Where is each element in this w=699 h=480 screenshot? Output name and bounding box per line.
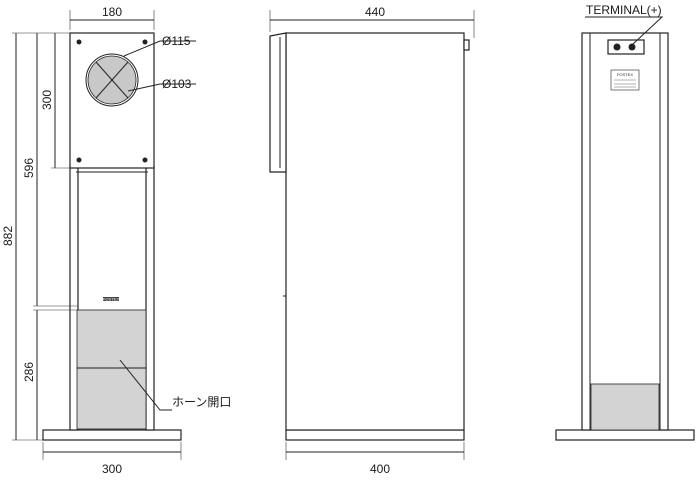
dim-total-height: 882: [1, 32, 70, 441]
front-horn-opening: [76, 309, 147, 430]
rear-horn-opening: [590, 383, 660, 431]
screw-bottom-right: [142, 157, 148, 163]
terminal-minus: [613, 43, 621, 51]
dim-882-label: 882: [1, 226, 15, 246]
dim-side-base-depth: 400: [285, 442, 465, 476]
side-body: [285, 32, 465, 431]
dim-596-label: 596: [22, 158, 36, 178]
brand-badge: [103, 297, 119, 301]
dim-440-label: 440: [365, 5, 385, 19]
dim-180-label: 180: [102, 5, 122, 19]
screw-bottom-left: [76, 157, 82, 163]
dim-side-depth: 440: [269, 5, 475, 38]
side-front-baffle: [269, 32, 287, 173]
side-terminal-stub: [463, 39, 470, 51]
front-base-plate: [42, 429, 182, 441]
dim-300-label: 300: [102, 462, 122, 476]
screw-top-left: [76, 39, 82, 45]
brand-mark: FOSTEX: [103, 297, 119, 302]
dim-286-label: 286: [22, 362, 36, 382]
dim-cabinet-height: 300: [40, 33, 70, 169]
leader-outer-diameter: Ø115: [123, 34, 196, 57]
terminal-plate: [607, 39, 645, 55]
dim-103-label: Ø103: [162, 77, 192, 91]
rear-body: [581, 32, 669, 431]
dim-front-width: 180: [69, 5, 155, 30]
dim-front-base-width: 300: [42, 442, 182, 476]
dim-400-label: 400: [370, 462, 390, 476]
dim-horn-height: 286: [22, 309, 77, 440]
dim-115-label: Ø115: [162, 34, 191, 48]
side-view: [269, 32, 470, 441]
front-right-post: [145, 165, 155, 431]
dim-upper-height: 596: [22, 33, 78, 307]
leader-inner-diameter: Ø103: [127, 77, 196, 92]
front-view: FOSTEX: [42, 32, 182, 441]
driver-cross-2: [95, 61, 129, 99]
leader-terminal: TERMINAL(+): [585, 3, 664, 45]
terminal-label: TERMINAL(+): [586, 3, 662, 17]
spec-plate-brand: FOSTEX: [617, 72, 633, 77]
side-base-plate: [285, 429, 465, 441]
terminal-plus: [628, 43, 636, 51]
dim-300v-label: 300: [40, 90, 54, 110]
horn-opening-label: ホーン開口: [172, 395, 231, 409]
rear-view: FOSTEX: [555, 32, 695, 441]
leader-horn-opening: ホーン開口: [119, 359, 231, 411]
rear-base-plate: [555, 429, 695, 441]
screw-top-right: [142, 39, 148, 45]
